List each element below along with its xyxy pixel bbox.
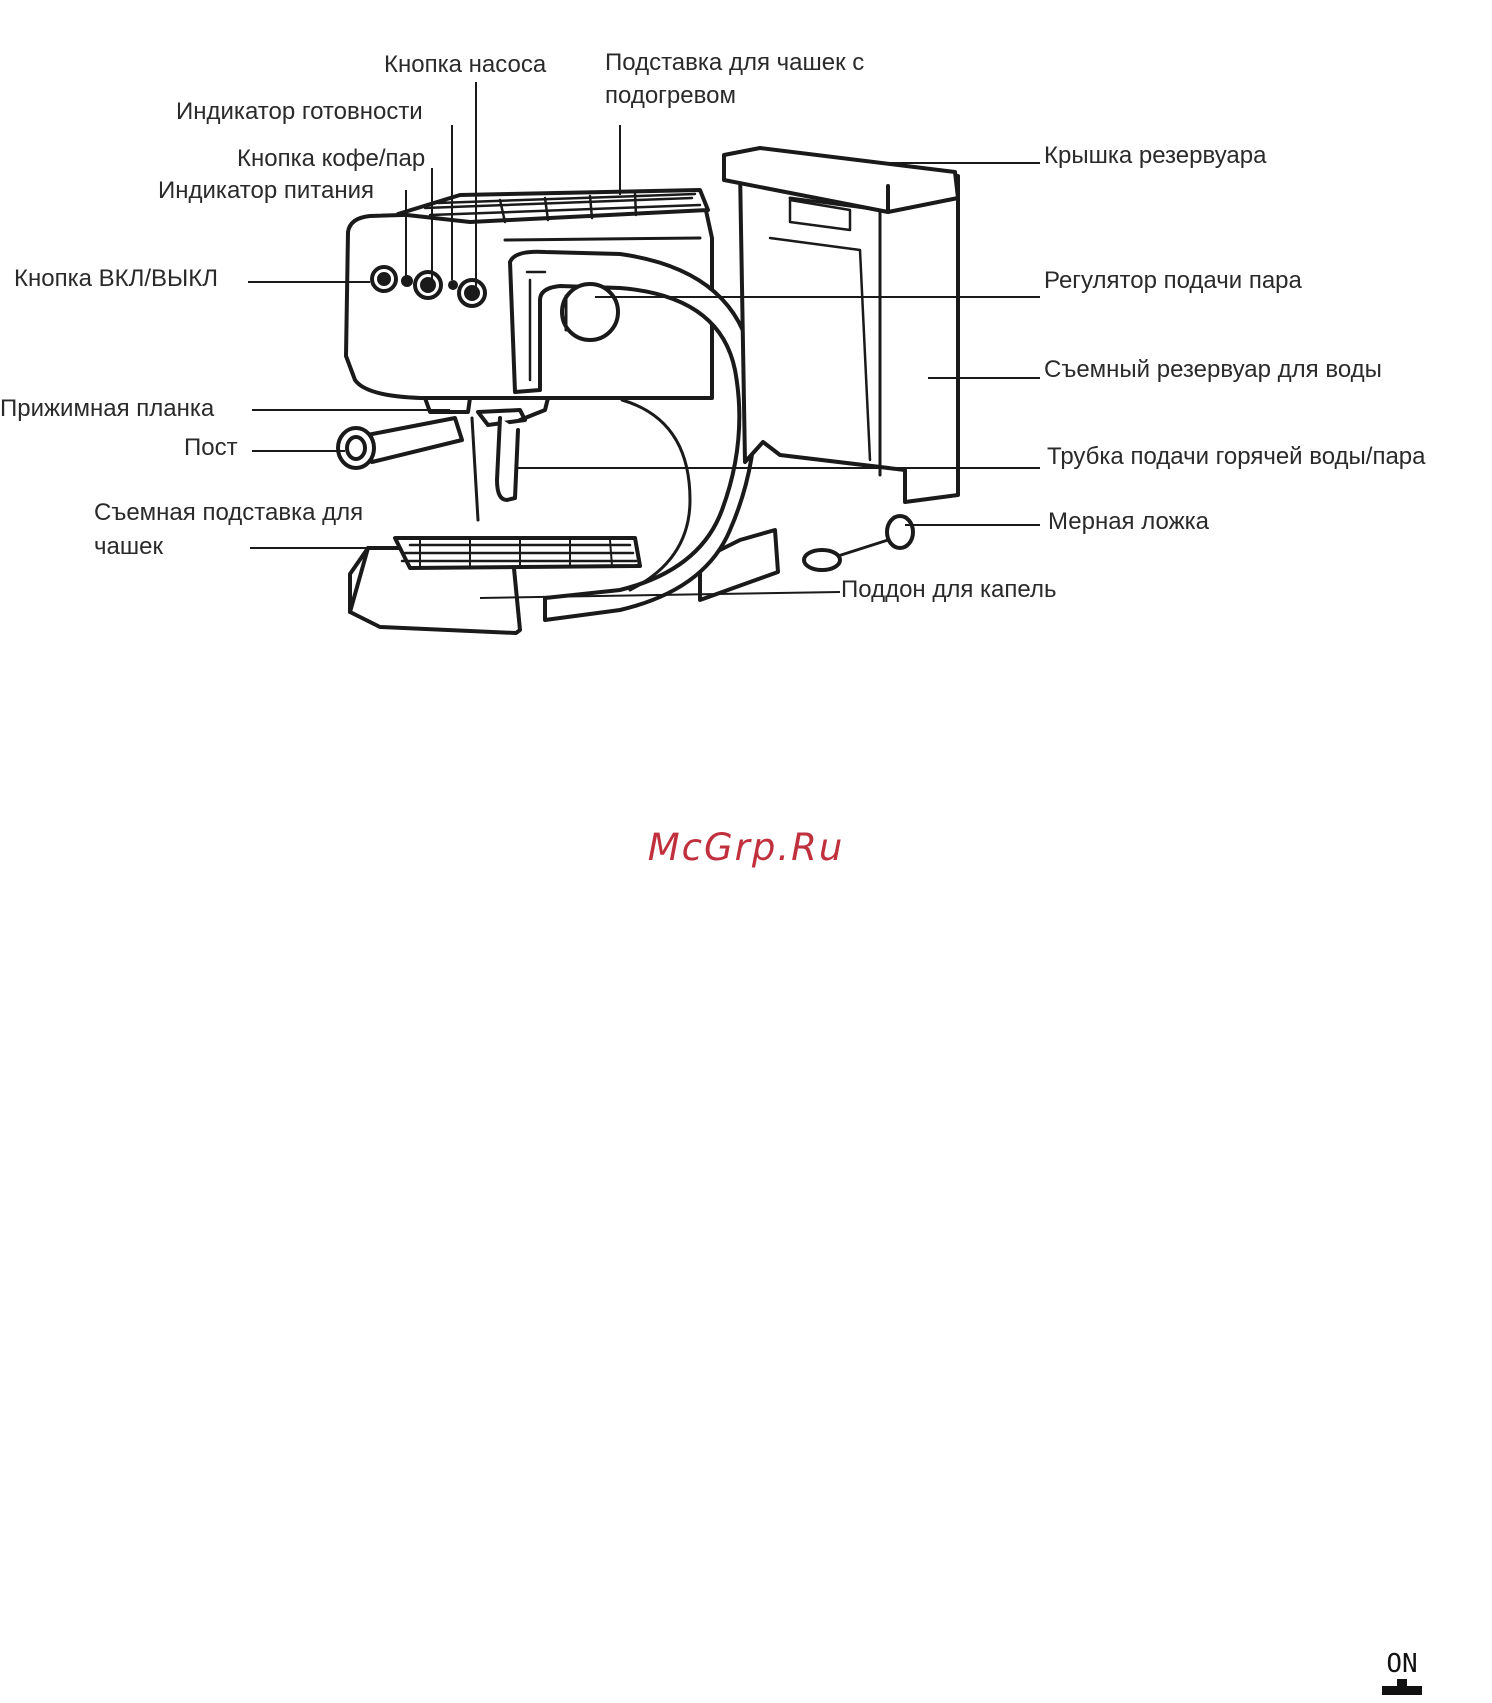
label-cup-stand-line1: Съемная подставка для [94,499,364,526]
label-water-tank: Съемный резервуар для воды [1044,356,1382,383]
on-symbol-bar [1382,1686,1422,1695]
on-symbol-text: ON [1386,1649,1418,1679]
leader-drip-tray [479,591,841,599]
label-measuring-spoon: Мерная ложка [1048,508,1210,535]
label-ready-indicator: Индикатор готовности [176,98,423,125]
label-power-indicator: Индикатор питания [158,177,374,204]
label-post: Пост [184,434,238,461]
drip-tray-shape [348,536,642,635]
label-on-off-button: Кнопка ВКЛ/ВЫКЛ [14,265,219,292]
label-heated-cup-stand-line1: Подставка для чашек с [605,49,865,76]
watermark: McGrp.Ru [647,826,845,869]
label-hot-water-steam-tube: Трубка подачи горячей воды/пара [1047,443,1426,470]
label-clamp-bar: Прижимная планка [0,395,215,422]
c-frame-shape [508,249,758,622]
on-symbol-stem [1397,1679,1407,1687]
control-buttons-shape [370,265,487,308]
steam-tube-shape [470,396,550,522]
label-drip-tray: Поддон для капель [841,576,1057,603]
label-cup-stand-line2: чашек [94,533,163,560]
label-coffee-steam-button: Кнопка кофе/пар [237,145,426,172]
steam-regulator-shape [560,282,620,342]
label-tank-lid: Крышка резервуара [1044,142,1267,169]
on-switch-icon: ON [1380,1650,1424,1700]
label-heated-cup-stand-line2: подогревом [605,82,736,109]
tank-lid-shape [722,146,960,232]
measuring-spoon-shape [802,514,915,572]
label-steam-regulator: Регулятор подачи пара [1044,267,1302,294]
label-pump-button: Кнопка насоса [384,51,547,78]
